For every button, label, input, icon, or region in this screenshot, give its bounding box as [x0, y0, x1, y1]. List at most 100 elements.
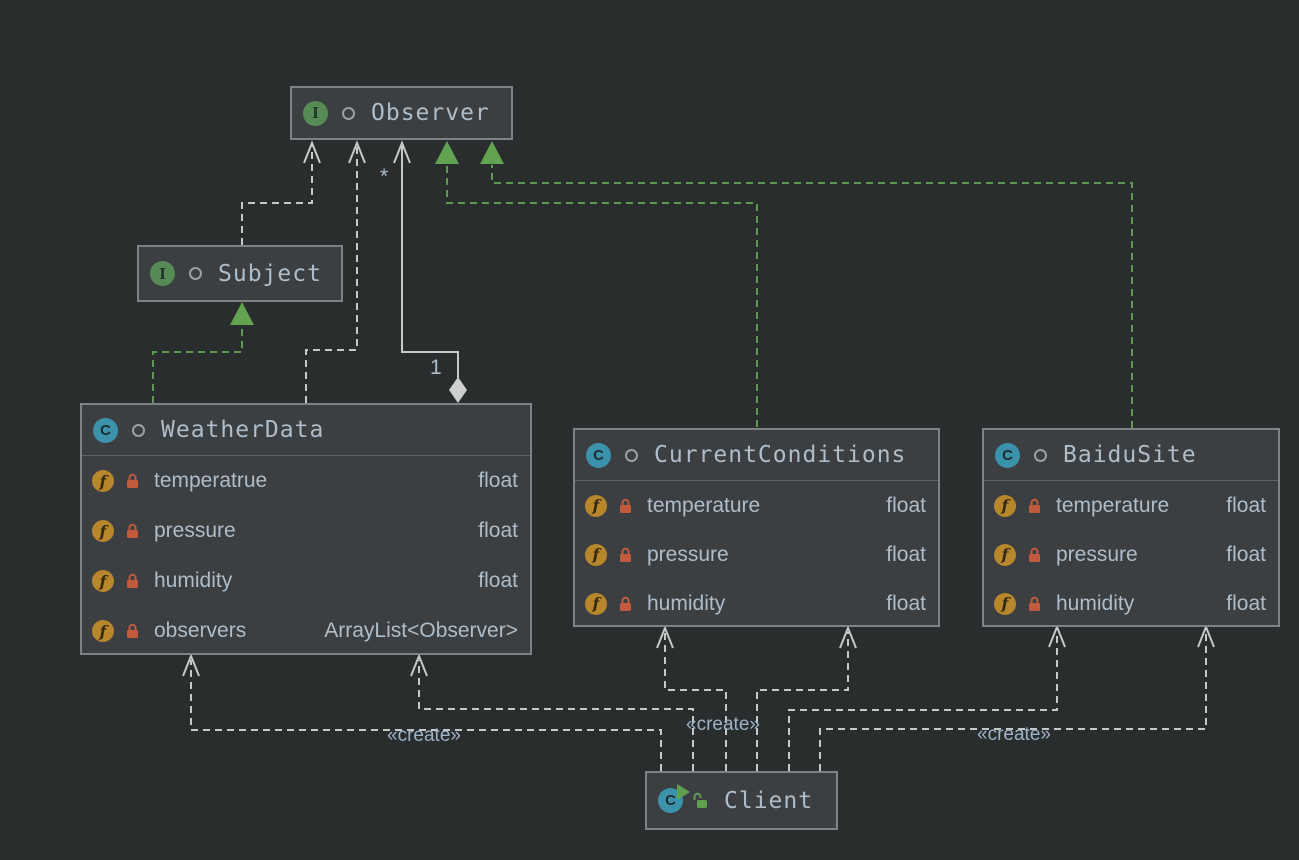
field-icon-glyph: f — [593, 496, 600, 515]
field-row[interactable]: f pressure float — [82, 506, 530, 556]
field-icon: f — [585, 495, 607, 517]
field-icon-glyph: f — [100, 622, 107, 641]
class-icon: C — [93, 418, 118, 443]
field-type: float — [886, 543, 926, 567]
node-title: BaiduSite — [1063, 442, 1197, 468]
field-icon: f — [994, 544, 1016, 566]
field-name: pressure — [647, 543, 729, 567]
private-lock-icon — [619, 596, 632, 612]
field-type: float — [886, 592, 926, 616]
field-name: humidity — [1056, 592, 1134, 616]
field-icon: f — [585, 544, 607, 566]
edge-client-creates-baidusite-1[interactable] — [789, 627, 1065, 771]
runnable-class-icon: C — [658, 788, 683, 813]
field-icon-glyph: f — [1002, 545, 1009, 564]
private-lock-icon — [126, 523, 139, 539]
interface-icon-glyph: I — [159, 265, 166, 283]
node-client[interactable]: C Client — [645, 771, 838, 830]
edge-client-creates-weatherdata-1[interactable] — [183, 656, 661, 771]
visibility-dot-icon — [189, 267, 202, 280]
interface-icon: I — [150, 261, 175, 286]
edge-client-creates-weatherdata-2[interactable] — [411, 656, 693, 771]
interface-icon: I — [303, 101, 328, 126]
field-icon-glyph: f — [100, 572, 107, 591]
field-name: pressure — [154, 519, 236, 543]
field-icon-glyph: f — [1002, 594, 1009, 613]
field-icon-glyph: f — [593, 594, 600, 613]
class-icon-glyph: C — [665, 792, 676, 809]
visibility-dot-icon — [1034, 449, 1047, 462]
realization-line — [492, 165, 1132, 428]
field-type: ArrayList<Observer> — [324, 619, 518, 643]
interface-icon-glyph: I — [312, 104, 319, 122]
realization-line — [447, 165, 757, 427]
private-lock-icon — [1028, 596, 1041, 612]
field-icon: f — [994, 593, 1016, 615]
node-title-row: C Client — [647, 773, 836, 828]
field-row[interactable]: f temperature float — [575, 481, 938, 530]
private-lock-icon — [126, 573, 139, 589]
node-observer[interactable]: I Observer — [290, 86, 513, 140]
field-row[interactable]: f pressure float — [984, 530, 1278, 579]
field-row[interactable]: f humidity float — [82, 556, 530, 606]
aggregation-diamond-icon — [449, 377, 467, 403]
private-lock-icon — [1028, 498, 1041, 514]
node-title: Subject — [218, 261, 322, 287]
realization-line — [153, 326, 242, 403]
edge-client-creates-baidusite-2[interactable] — [820, 627, 1214, 771]
create-stereotype-label: «create» — [673, 714, 773, 736]
public-unlocked-lock-icon — [693, 792, 708, 809]
edge-baidusite-implements-observer[interactable] — [480, 141, 1132, 428]
edge-weatherdata-implements-subject[interactable] — [153, 302, 254, 403]
field-name: temperature — [647, 494, 760, 518]
field-name: temperatrue — [154, 469, 267, 493]
private-lock-icon — [619, 547, 632, 563]
node-title-row: C CurrentConditions — [575, 430, 938, 480]
field-row[interactable]: f temperature float — [984, 481, 1278, 530]
node-title-row: I Observer — [292, 88, 511, 138]
class-icon: C — [586, 443, 611, 468]
field-icon: f — [92, 470, 114, 492]
node-baidusite[interactable]: C BaiduSite f temperature float f pressu… — [982, 428, 1280, 627]
create-stereotype-label: «create» — [374, 725, 474, 747]
edge-client-creates-currentconditions-2[interactable] — [757, 628, 856, 771]
multiplicity-star-label: * — [380, 165, 388, 189]
private-lock-icon — [1028, 547, 1041, 563]
edge-subject-to-observer[interactable] — [242, 143, 320, 245]
node-title-row: I Subject — [139, 247, 341, 300]
class-icon-glyph: C — [1002, 447, 1013, 464]
field-row[interactable]: f humidity float — [575, 579, 938, 628]
class-icon-glyph: C — [100, 422, 111, 439]
field-name: humidity — [154, 569, 232, 593]
create-line — [789, 631, 1057, 771]
create-line — [665, 632, 726, 771]
edge-client-creates-currentconditions-1[interactable] — [657, 628, 726, 771]
visibility-dot-icon — [132, 424, 145, 437]
node-title: WeatherData — [161, 417, 324, 443]
field-row[interactable]: f humidity float — [984, 579, 1278, 628]
visibility-dot-icon — [342, 107, 355, 120]
aggregation-line — [402, 146, 458, 378]
field-row[interactable]: f observers ArrayList<Observer> — [82, 606, 530, 656]
private-lock-icon — [619, 498, 632, 514]
field-icon-glyph: f — [593, 545, 600, 564]
triangle-arrowhead-icon — [435, 141, 459, 164]
field-type: float — [1226, 494, 1266, 518]
node-title: Client — [724, 788, 813, 814]
field-row[interactable]: f temperatrue float — [82, 456, 530, 506]
node-weatherdata[interactable]: C WeatherData f temperatrue float f pres… — [80, 403, 532, 655]
field-type: float — [886, 494, 926, 518]
multiplicity-one-label: 1 — [430, 356, 442, 380]
field-row[interactable]: f pressure float — [575, 530, 938, 579]
field-icon: f — [585, 593, 607, 615]
node-subject[interactable]: I Subject — [137, 245, 343, 302]
field-icon: f — [92, 520, 114, 542]
triangle-arrowhead-icon — [230, 302, 254, 325]
node-title-row: C WeatherData — [82, 405, 530, 455]
private-lock-icon — [126, 623, 139, 639]
field-name: temperature — [1056, 494, 1169, 518]
field-icon-glyph: f — [1002, 496, 1009, 515]
node-currentconditions[interactable]: C CurrentConditions f temperature float … — [573, 428, 940, 627]
field-icon: f — [92, 570, 114, 592]
